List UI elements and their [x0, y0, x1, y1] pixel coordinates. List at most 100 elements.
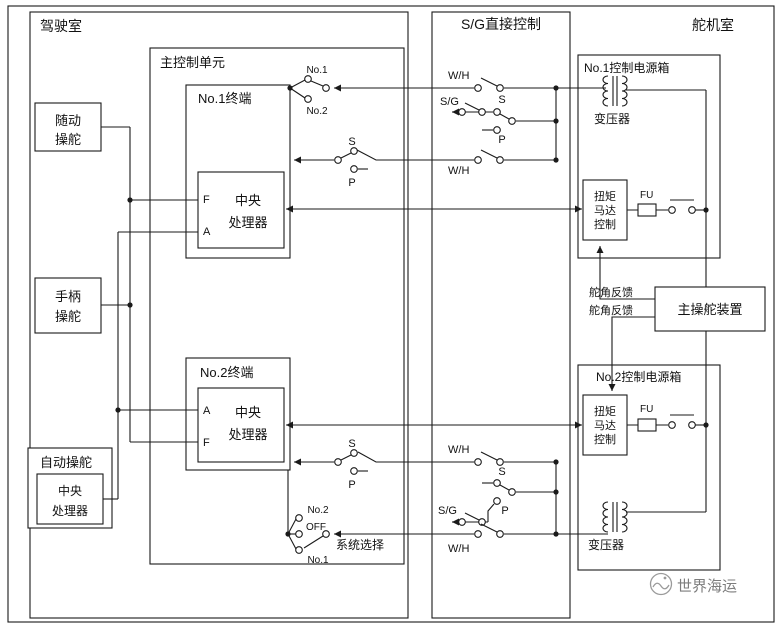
cpu2-label-line1: 中央 [235, 405, 261, 420]
pivot [508, 488, 516, 496]
region-label-bridge: 驾驶室 [40, 18, 82, 34]
contact-p [493, 497, 501, 505]
fu2-label: FU [640, 404, 653, 415]
wh-label-4: W/H [448, 543, 469, 555]
torque-motor-box2 [582, 394, 628, 456]
rudder-feedback-line-1 [596, 246, 655, 300]
cpu1-label-line2: 处理器 [228, 215, 267, 230]
torque1-line3: 控制 [594, 217, 616, 231]
sg-label-1: S/G [440, 96, 459, 108]
terminal1-source-selector [287, 75, 330, 103]
contact-p [350, 165, 358, 173]
transformer2-label: 变压器 [588, 537, 624, 552]
cpu1-terminal-a: A [203, 226, 211, 238]
switch-arm [340, 454, 352, 461]
pivot [322, 530, 330, 538]
junction-dot [553, 157, 559, 163]
system-selector-off-label: OFF [306, 522, 326, 533]
contact-s [493, 108, 501, 116]
wire [287, 533, 297, 550]
contact [668, 421, 676, 429]
selector-p-label-left-top: P [348, 177, 355, 189]
contact [668, 206, 676, 214]
power-box1-internals [602, 75, 709, 287]
terminal2-label: No.2终端 [200, 365, 253, 380]
contact [496, 530, 504, 538]
power-box2-internals [602, 331, 709, 533]
wire [289, 87, 306, 99]
wire [357, 451, 474, 463]
fuse-symbol [637, 203, 657, 217]
contact [474, 458, 482, 466]
transformer-coil [602, 75, 609, 107]
contact [496, 156, 504, 164]
switch-arm [464, 512, 480, 521]
contact-s [493, 479, 501, 487]
transformer-core [612, 502, 618, 532]
input-bus-wires [101, 126, 198, 500]
contact-no1 [295, 546, 303, 554]
wh-line-top [334, 77, 606, 160]
wh-line-third [294, 449, 559, 534]
pivot [334, 156, 342, 164]
transformer-coil [621, 501, 628, 533]
cpu1-box [197, 171, 285, 249]
follow-steering-line2: 操舵 [55, 132, 81, 147]
pivot [322, 84, 330, 92]
contact [478, 108, 486, 116]
watermark-logo-icon [649, 572, 673, 596]
junction-dot [127, 302, 133, 308]
wh-label-1: W/H [448, 70, 469, 82]
follow-steering-line1: 随动 [55, 113, 81, 128]
torque2-line1: 扭矩 [594, 404, 616, 418]
watermark-text: 世界海运 [677, 578, 737, 595]
cpu2-label-line2: 处理器 [228, 427, 267, 442]
sg-label-2: S/G [438, 505, 457, 517]
junction-dot [127, 197, 133, 203]
wh-label-3: W/H [448, 444, 469, 456]
cpu1-terminal-f: F [203, 194, 210, 206]
contact [474, 156, 482, 164]
switch-arm [480, 523, 498, 533]
contact [496, 84, 504, 92]
watermark: 世界海运 [649, 572, 737, 596]
switch-arm [499, 484, 510, 491]
contact-no2 [304, 95, 312, 103]
auto-cpu-box [36, 473, 104, 525]
power-box1-label: No.1控制电源箱 [584, 60, 669, 75]
rudder-feedback-label-2: 舵角反馈 [589, 303, 633, 317]
handle-steering-box [34, 277, 102, 334]
wh-line-lowest [334, 523, 608, 538]
switch-arm [480, 77, 498, 87]
switch-arm [310, 80, 324, 87]
fu1-label: FU [640, 190, 653, 201]
cpu2-terminal-f: F [203, 437, 210, 449]
terminal1-label: No.1终端 [198, 91, 251, 106]
contact [474, 530, 482, 538]
wire [487, 503, 495, 522]
contact-s [350, 449, 358, 457]
torque2-line3: 控制 [594, 432, 616, 446]
wh-line-second [294, 147, 559, 173]
pivot [508, 117, 516, 125]
contact [474, 84, 482, 92]
auto-cpu-line1: 中央 [58, 483, 82, 498]
wire [356, 149, 474, 161]
switch-arm [464, 102, 480, 111]
contact [458, 108, 466, 116]
transformer-core [612, 76, 618, 106]
sg-line-bottom [452, 479, 559, 526]
transformer-coil [621, 75, 628, 107]
torque2-line2: 马达 [594, 419, 616, 432]
handle-steering-line2: 操舵 [55, 309, 81, 324]
contact [478, 518, 486, 526]
contact-no2 [295, 514, 303, 522]
switch-arm [340, 152, 352, 159]
selector-p-label-left-bottom: P [348, 479, 355, 491]
contact-p [350, 467, 358, 475]
auto-cpu-line2: 处理器 [52, 504, 88, 518]
handle-steering-line1: 手柄 [55, 289, 81, 304]
wh-label-2: W/H [448, 165, 469, 177]
cpu1-label-line1: 中央 [235, 193, 261, 208]
